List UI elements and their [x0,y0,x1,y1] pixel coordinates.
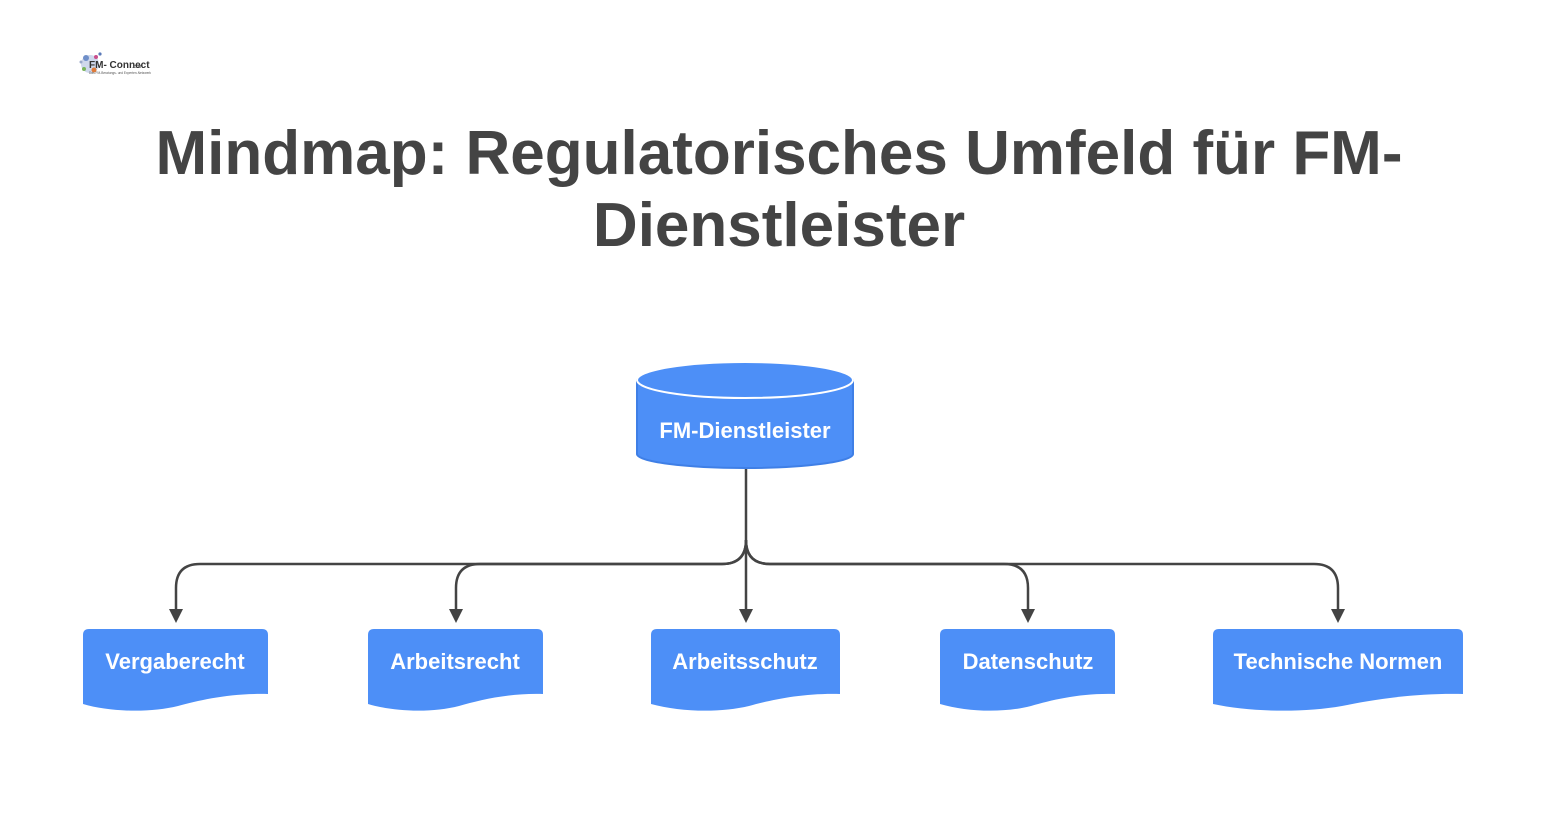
child-node-arbeitsschutz: Arbeitsschutz [651,629,840,711]
child-node-label: Datenschutz [963,649,1094,674]
root-cylinder-body [636,379,854,469]
root-node: FM-Dienstleister [636,361,854,469]
connector-to-vergaberecht [169,539,748,623]
connector-to-arbeitsrecht [449,539,748,623]
connectors [169,468,1345,623]
child-node-label: Technische Normen [1234,649,1443,674]
document-shape [651,629,840,711]
connector-to-datenschutz [744,539,1035,623]
connector-to-technische-normen [744,539,1345,623]
logo-burst-icon [79,52,102,73]
svg-text:.com: .com [132,64,143,70]
child-node-label: Arbeitsrecht [390,649,520,674]
svg-text:FM- Connect: FM- Connect [89,60,150,71]
root-node-label: FM-Dienstleister [659,418,831,443]
root-cylinder-top [636,361,854,399]
child-node-label: Vergaberecht [105,649,245,674]
child-node-datenschutz: Datenschutz [940,629,1115,711]
page-title: Mindmap: Regulatorisches Umfeld für FM- … [0,118,1558,262]
document-shape [368,629,543,711]
child-node-technische-normen: Technische Normen [1213,629,1463,711]
document-shape [83,629,268,711]
child-node-arbeitsrecht: Arbeitsrecht [368,629,543,711]
fm-connect-logo: FM- Connect .com Das FM-Beratungs- und E… [79,52,151,75]
child-node-vergaberecht: Vergaberecht [83,629,268,711]
document-shape [1213,629,1463,711]
document-shape [940,629,1115,711]
child-node-label: Arbeitsschutz [672,649,817,674]
svg-text:Das FM-Beratungs- und Experten: Das FM-Beratungs- und Experten-Netzwerk [89,71,151,75]
page-title-line-1: Mindmap: Regulatorisches Umfeld für FM- [155,119,1403,188]
page-title-line-2: Dienstleister [592,191,966,260]
